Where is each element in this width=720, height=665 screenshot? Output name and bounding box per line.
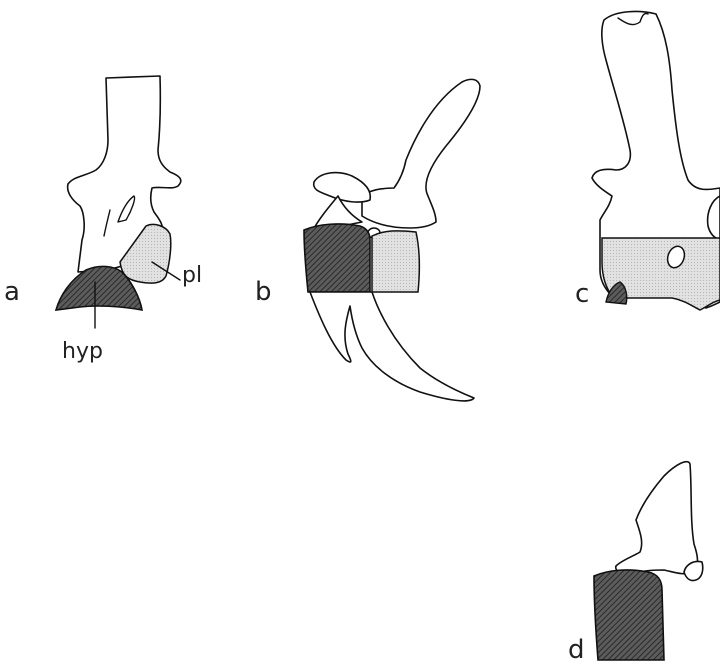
panel-d-neural-arch [616, 462, 698, 574]
panel-b: b [255, 79, 480, 401]
panel-a: a hyp pl [4, 76, 202, 364]
panel-a-label: a [4, 277, 20, 307]
panel-d-hypocentrum [594, 570, 664, 660]
panel-b-neural-arch [362, 79, 480, 228]
panel-b-chevron [310, 292, 474, 401]
panel-d: d [568, 462, 703, 665]
panel-d-label: d [568, 635, 585, 665]
pl-annotation: pl [182, 263, 202, 288]
panel-c-label: c [575, 279, 589, 309]
panel-b-label: b [255, 277, 272, 307]
hyp-annotation: hyp [62, 339, 103, 364]
panel-c: c [575, 12, 720, 310]
panel-b-hypocentrum [304, 224, 370, 292]
panel-b-pleurocentrum [372, 231, 419, 292]
panel-b-zygapophysis [314, 173, 371, 202]
